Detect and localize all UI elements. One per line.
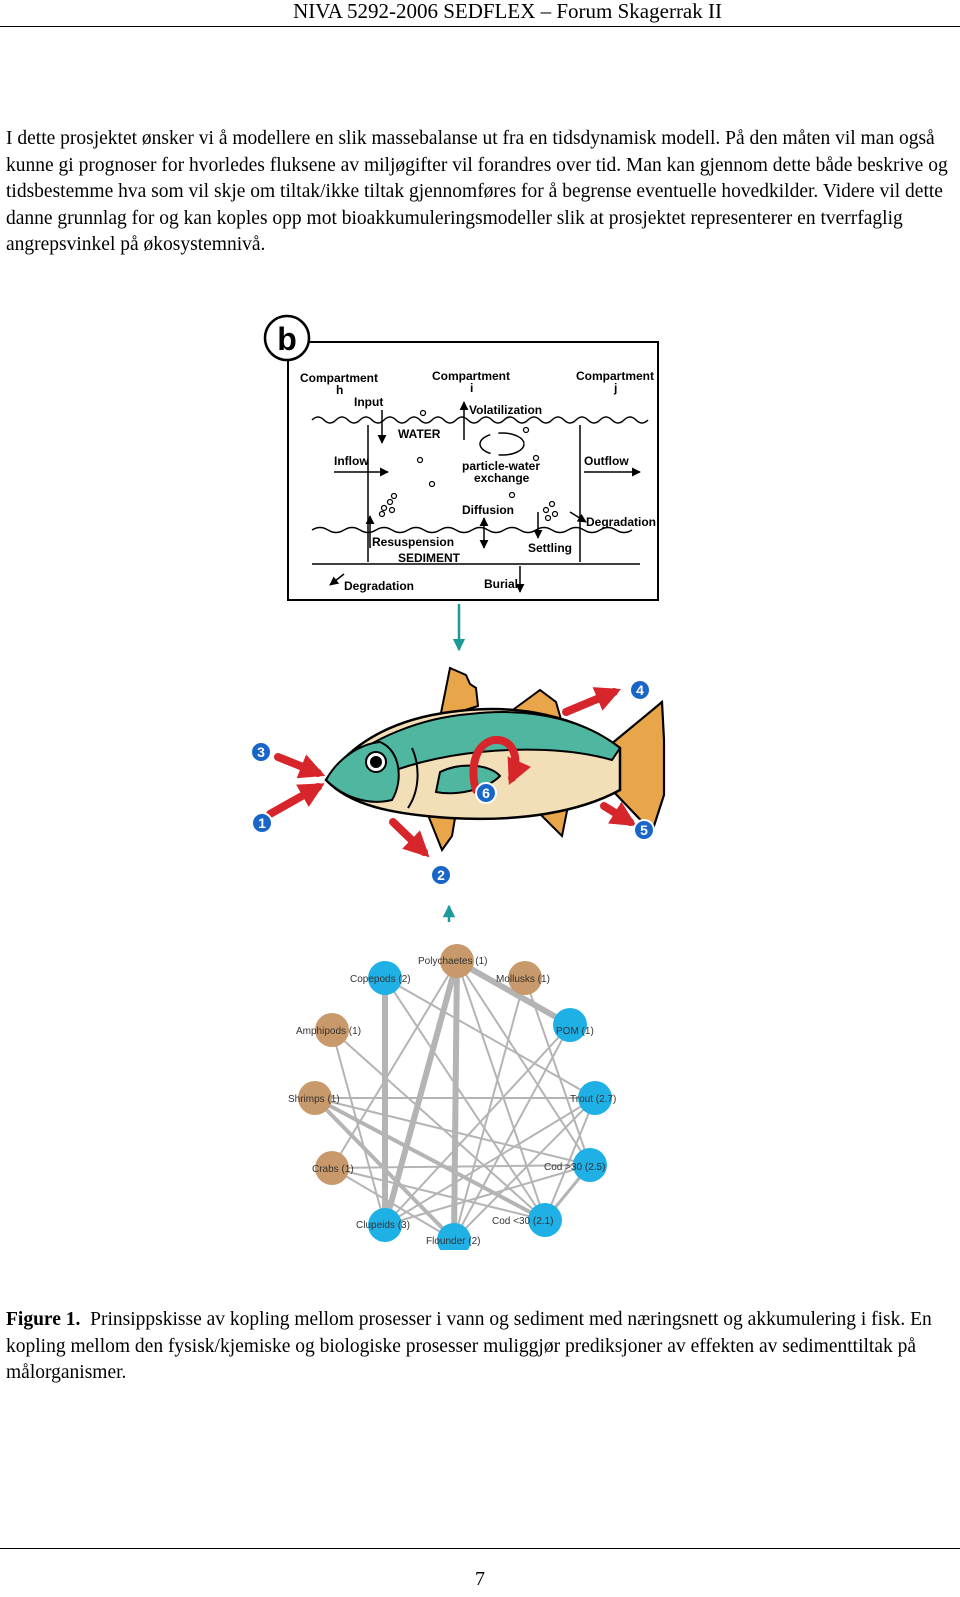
header-title: NIVA 5292-2006 SEDFLEX – Forum Skagerrak… (293, 0, 722, 23)
food-web-labels: Polychaetes (1) Mollusks (1) POM (1) Tro… (288, 956, 616, 1247)
compartment-i-label: Compartment (432, 369, 510, 383)
compartment-h-label: Compartment (300, 371, 378, 385)
settling-label: Settling (528, 541, 572, 555)
arrow-excretion-2 (389, 818, 430, 858)
inflow-label: Inflow (334, 454, 369, 468)
compartment-i-letter: i (470, 381, 473, 395)
node-clupeids (368, 1208, 402, 1242)
panel-letter-circle (263, 314, 311, 362)
input-label: Input (354, 395, 383, 409)
degradation-water-label: Degradation (586, 515, 656, 529)
label-clupeids: Clupeids (3) (356, 1220, 410, 1231)
compartment-j-label: Compartment (576, 369, 654, 383)
label-pom: POM (1) (556, 1026, 594, 1037)
compartment-j-letter: j (613, 381, 617, 395)
node-shrimps (298, 1081, 332, 1115)
panel-letter: b (277, 321, 297, 357)
marker-2: 2 (437, 867, 445, 883)
page-number: 7 (475, 1568, 485, 1590)
caption-label: Figure 1. (6, 1309, 81, 1330)
marker-4: 4 (636, 682, 644, 698)
figure-svg: b Compartment h Compartment i Compartmen… (250, 314, 666, 1257)
node-cod-small (528, 1203, 562, 1237)
arrow-metabolism-6 (469, 735, 531, 794)
sediment-label: SEDIMENT (398, 551, 461, 565)
exchange-label-1: particle-water (462, 459, 540, 473)
water-surface (311, 416, 649, 424)
figure-caption: Figure 1. Prinsippskisse av kopling mell… (6, 1307, 946, 1387)
burial-label: Burial (484, 577, 518, 591)
node-copepods (368, 961, 402, 995)
compartment-h-letter: h (336, 383, 343, 397)
footer-rule (0, 1548, 960, 1549)
arrow-uptake-3 (274, 753, 326, 779)
volatilization-label: Volatilization (469, 403, 542, 417)
sediment-surface (311, 526, 633, 534)
node-amphipods (315, 1013, 349, 1047)
water-label: WATER (398, 427, 441, 441)
exchange-label-2: exchange (474, 471, 530, 485)
exchange-cycle (479, 432, 525, 456)
arrow-elimination-5 (600, 801, 637, 827)
caption-text: Prinsippskisse av kopling mellom prosess… (6, 1309, 932, 1383)
node-pom (553, 1008, 587, 1042)
label-trout: Trout (2.7) (570, 1094, 616, 1105)
label-amphipods: Amphipods (1) (296, 1026, 361, 1037)
compartment-diagram: b Compartment h Compartment i Compartmen… (263, 314, 659, 601)
body-text: I dette prosjektet ønsker vi å modellere… (6, 128, 948, 255)
marker-1: 1 (258, 815, 266, 831)
figure-1: b Compartment h Compartment i Compartmen… (0, 300, 960, 1257)
resuspension-label: Resuspension (372, 535, 454, 549)
node-cod-large (573, 1148, 607, 1182)
arrow-uptake-1 (266, 783, 325, 818)
label-cod-large: Cod >30 (2.5) (544, 1162, 605, 1173)
label-flounder: Flounder (2) (426, 1236, 480, 1247)
page-header: NIVA 5292-2006 SEDFLEX – Forum Skagerrak… (0, 0, 960, 27)
label-shrimps: Shrimps (1) (288, 1094, 340, 1105)
node-trout (578, 1081, 612, 1115)
label-crabs: Crabs (1) (312, 1164, 354, 1175)
marker-3: 3 (257, 744, 265, 760)
food-web-nodes (298, 944, 612, 1257)
food-web-links (313, 958, 596, 1242)
particles (378, 409, 559, 522)
node-polychaetes (440, 944, 474, 978)
diffusion-label: Diffusion (462, 503, 514, 517)
arrow-elimination-4 (562, 687, 622, 716)
body-paragraph: I dette prosjektet ønsker vi å modellere… (6, 126, 956, 259)
food-web: Polychaetes (1) Mollusks (1) POM (1) Tro… (288, 944, 616, 1257)
outflow-label: Outflow (584, 454, 629, 468)
node-crabs (315, 1151, 349, 1185)
label-copepods: Copepods (2) (350, 974, 411, 985)
fish-illustration: 1 2 3 4 5 6 (250, 666, 666, 886)
degradation-sediment-label: Degradation (344, 579, 414, 593)
label-mollusks: Mollusks (1) (496, 974, 550, 985)
label-cod-small: Cod <30 (2.1) (492, 1216, 553, 1227)
fish-markers: 1 2 3 4 5 6 (250, 679, 655, 886)
node-flounder (437, 1223, 471, 1257)
node-mollusks (508, 961, 542, 995)
label-polychaetes: Polychaetes (1) (418, 956, 487, 967)
marker-6: 6 (482, 785, 490, 801)
marker-5: 5 (640, 822, 648, 838)
